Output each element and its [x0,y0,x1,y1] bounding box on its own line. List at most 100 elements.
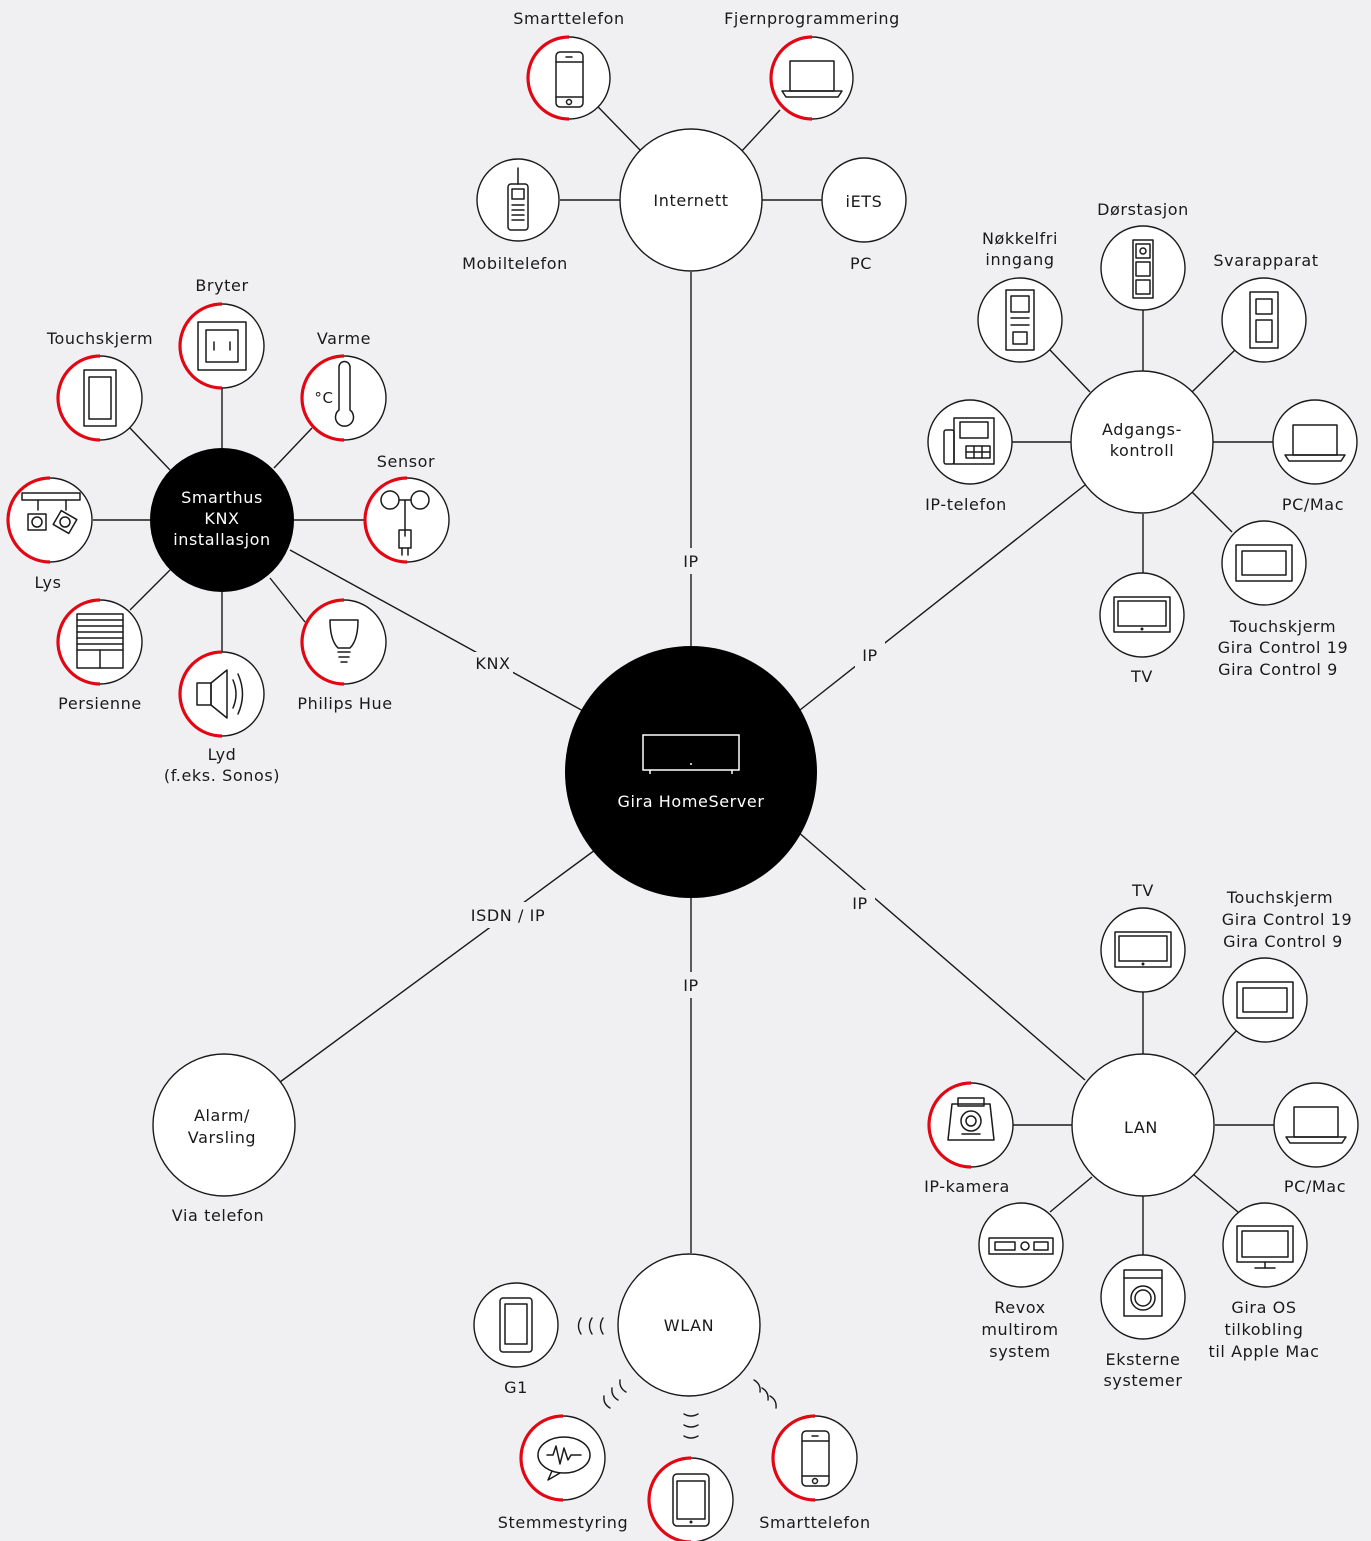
lan-giraos-label-line3: til Apple Mac [1208,1342,1319,1361]
access-door-label: Dørstasjon [1097,200,1189,219]
knx-sound[interactable]: Lyd (f.eks. Sonos) [164,650,280,785]
lan-node[interactable]: LAN [1071,1053,1215,1197]
knx-node[interactable]: Smarthus KNX installasjon [150,448,294,592]
wlan-label: WLAN [664,1316,714,1335]
access-touch-label-line1: Touchskjerm [1229,617,1336,636]
homeserver-hub[interactable]: Gira HomeServer [565,646,817,898]
access-tv[interactable]: TV [1099,572,1185,686]
speaker-icon [196,669,244,719]
wlan-voice[interactable]: Stemmestyring [498,1414,629,1532]
lan-touch-label-line3: Gira Control 9 [1223,932,1343,951]
lan-pcmac[interactable]: PC/Mac [1273,1082,1359,1196]
link-label-isdn-ip: ISDN / IP [471,906,546,925]
knx-blind[interactable]: Persienne [56,598,143,713]
access-door[interactable]: Dørstasjon [1097,200,1189,311]
wlan-smartphone-label: Smarttelefon [759,1513,871,1532]
access-keyless-label-line1: Nøkkelfri [982,229,1058,248]
knx-heating[interactable]: °C Varme [300,329,387,442]
line-internet-remote [739,109,781,154]
access-ipphone[interactable]: IP-telefon [925,399,1013,514]
alarm-node[interactable]: Alarm/ Varsling [152,1053,296,1197]
lan-touch-label-line1: Touchskjerm [1226,888,1333,907]
internet-label: Internett [653,191,728,210]
wlan-node[interactable]: WLAN [617,1253,761,1397]
access-keyless-label-line2: inngang [985,250,1054,269]
link-label-ip-access: IP [862,646,878,665]
knx-label-line2: KNX [204,509,239,528]
line-access-keyless [1049,349,1091,393]
internet-cluster: Internett Smarttelefon Fjernprogrammerin… [462,9,907,273]
internet-mobile[interactable]: Mobiltelefon [462,158,568,273]
lan-pcmac-label: PC/Mac [1284,1177,1346,1196]
knx-hue-label: Philips Hue [297,694,392,713]
link-label-ip-lan: IP [852,894,868,913]
internet-pc-label: PC [850,254,872,273]
knx-light-label: Lys [34,573,61,592]
lan-tv[interactable]: TV [1100,881,1186,993]
knx-switch[interactable]: Bryter [178,276,265,390]
access-keyless[interactable]: Nøkkelfri inngang [977,229,1063,363]
tablet-icon [672,1473,710,1527]
lan-external[interactable]: Eksterne systemer [1100,1254,1186,1390]
ip-phone-icon [943,417,995,465]
knx-label-line3: installasjon [173,530,271,549]
lan-label: LAN [1124,1118,1158,1137]
wifi-waves-bottom [683,1413,699,1439]
line-lan-touch [1194,1029,1238,1076]
keyless-entry-icon [1005,289,1035,351]
bulb-icon [329,619,359,663]
wlan-cluster: WLAN G1 [473,1253,871,1541]
lan-ipcam-label: IP-kamera [924,1177,1010,1196]
access-node[interactable]: Adgangs- kontroll [1070,370,1214,514]
internet-remote[interactable]: Fjernprogrammering [724,9,900,121]
line-hub-lan [789,824,1086,1081]
lan-giraos[interactable]: Gira OS tilkobling til Apple Mac [1208,1202,1319,1361]
internet-smartphone-label: Smarttelefon [513,9,625,28]
internet-smartphone[interactable]: Smarttelefon [513,9,625,121]
laptop-icon [1284,424,1346,462]
wlan-voice-label: Stemmestyring [498,1513,629,1532]
lan-revox[interactable]: Revox multirom system [978,1202,1064,1361]
line-hub-knx [289,549,586,713]
link-label-ip-wlan: IP [683,976,699,995]
wlan-tablet[interactable] [647,1456,734,1541]
thermometer-icon: °C [314,360,355,427]
access-label-line1: Adgangs- [1102,420,1182,439]
answering-unit-icon [1249,291,1279,349]
access-pcmac[interactable]: PC/Mac [1272,399,1358,514]
knx-light[interactable]: Lys [6,476,93,592]
knx-cluster: Smarthus KNX installasjon Bryter Touchsk… [6,276,450,785]
access-touch[interactable]: Touchskjerm Gira Control 19 Gira Control… [1218,520,1349,679]
access-answer[interactable]: Svarapparat [1213,251,1318,363]
knx-touch[interactable]: Touchskjerm [46,329,153,442]
internet-node[interactable]: Internett [619,128,763,272]
lan-giraos-label-line1: Gira OS [1231,1298,1296,1317]
touch-panel-icon [83,369,117,427]
lan-touch[interactable]: Touchskjerm Gira Control 19 Gira Control… [1222,888,1353,1043]
ip-camera-icon [947,1097,995,1141]
smartphone-icon [555,51,584,108]
link-label-knx: KNX [475,654,510,673]
lan-external-label-line2: systemer [1103,1371,1182,1390]
wlan-g1[interactable]: G1 [473,1282,559,1397]
access-touch-label-line3: Gira Control 9 [1218,660,1338,679]
tv-icon [1113,596,1171,633]
access-tv-label: TV [1130,667,1153,686]
knx-sensor[interactable]: Sensor [363,452,450,564]
wlan-smartphone[interactable]: Smarttelefon [759,1414,871,1532]
internet-iets[interactable]: iETS PC [821,157,907,273]
lan-ipcam[interactable]: IP-kamera [924,1081,1014,1196]
line-hub-access [799,484,1086,711]
lan-touch-label-line2: Gira Control 19 [1222,910,1353,929]
knx-sound-label-line2: (f.eks. Sonos) [164,766,280,785]
blind-icon [76,613,124,669]
heating-symbol: °C [314,389,333,407]
alarm-label-line1: Alarm/ [194,1106,250,1125]
wifi-waves-lower-left [603,1379,627,1409]
line-lan-giraos [1193,1174,1239,1213]
lan-revox-label-line1: Revox [994,1298,1045,1317]
knx-hue[interactable]: Philips Hue [297,598,392,713]
smartphone-icon [801,1430,830,1487]
lan-revox-label-line2: multirom [981,1320,1058,1339]
